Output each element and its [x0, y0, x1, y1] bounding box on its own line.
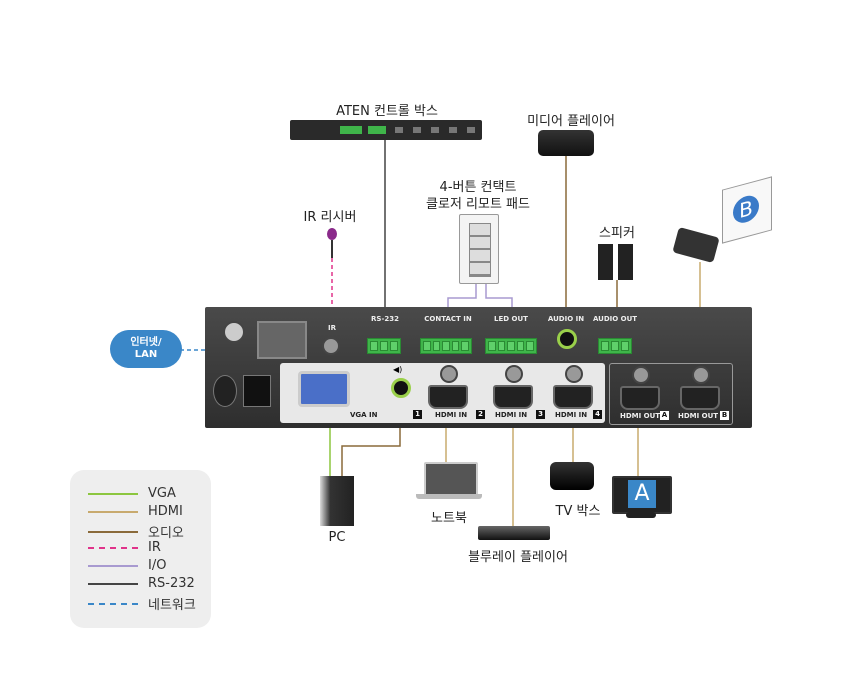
audio-in-jack[interactable] — [557, 329, 577, 349]
legend-item-rs232: RS-232 — [88, 576, 195, 591]
lan-port[interactable] — [257, 321, 307, 359]
legend-item-hdmi: HDMI — [88, 504, 183, 519]
bluray-device — [478, 526, 550, 540]
legend-label: RS-232 — [148, 576, 195, 591]
speaker-label: 스피커 — [599, 226, 635, 241]
audio-out-terminal[interactable] — [598, 338, 632, 354]
contact-in-terminal[interactable] — [420, 338, 472, 354]
ir-receiver-label: IR 리시버 — [303, 210, 357, 225]
hdmi-3-knob — [565, 365, 583, 383]
ground-screw — [223, 321, 245, 343]
hdmi-in-3-port[interactable] — [553, 385, 593, 409]
legend-item-audio: 오디오 — [88, 522, 184, 541]
monitor-device: A — [612, 476, 672, 514]
monitor-letter: A — [628, 480, 656, 508]
hdmi-1-knob — [440, 365, 458, 383]
laptop-base — [416, 494, 482, 499]
audio-in-label: AUDIO IN — [547, 315, 585, 323]
hdmi-out-b-port[interactable] — [680, 386, 720, 410]
switch-rear-panel: IR RS-232 CONTACT IN LED OUT AUDIO IN AU… — [205, 307, 752, 428]
laptop-device — [424, 462, 478, 496]
hdmi-in-2-port[interactable] — [493, 385, 533, 409]
ir-port[interactable] — [322, 337, 340, 355]
tv-box-device — [550, 462, 594, 490]
vga-audio-jack[interactable] — [391, 378, 411, 398]
audio-out-label: AUDIO OUT — [592, 315, 638, 323]
hdmi-out-b-label: HDMI OUT — [678, 412, 719, 420]
ir-receiver-cable — [331, 240, 333, 258]
led-out-label: LED OUT — [494, 315, 528, 323]
tv-box-label: TV 박스 — [555, 504, 601, 519]
contact-in-label: CONTACT IN — [424, 315, 472, 323]
rs232-label: RS-232 — [371, 315, 399, 323]
legend-label: 네트워크 — [148, 598, 196, 613]
network-label-line1: 인터넷/ — [130, 337, 162, 348]
bluray-label: 블루레이 플레이어 — [468, 550, 568, 565]
legend-label: 오디오 — [148, 526, 184, 541]
hdmi-in-1-port[interactable] — [428, 385, 468, 409]
ir-port-label: IR — [328, 324, 336, 332]
led-out-terminal[interactable] — [485, 338, 537, 354]
legend-label: HDMI — [148, 504, 183, 519]
rs232-terminal[interactable] — [367, 338, 401, 354]
vga-in-port[interactable] — [298, 371, 350, 407]
control-box-device — [290, 120, 482, 140]
legend-item-ir: IR — [88, 540, 161, 555]
power-jack[interactable] — [243, 375, 271, 407]
network-label-line2: LAN — [134, 349, 158, 360]
hdmi-out-b-knob — [692, 366, 710, 384]
input-section: VGA IN ◀) 1 HDMI IN 2 HDMI IN 3 HDMI IN … — [280, 363, 605, 423]
monitor-stand — [626, 512, 656, 518]
speaker-right — [618, 244, 633, 280]
pc-label: PC — [328, 530, 346, 545]
hdmi-out-a-label: HDMI OUT — [620, 412, 661, 420]
legend-item-io: I/O — [88, 558, 166, 573]
input-number-2: 2 — [476, 410, 485, 419]
legend-item-vga: VGA — [88, 486, 176, 501]
input-number-1: 1 — [413, 410, 422, 419]
hdmi-in-2-label: HDMI IN — [495, 411, 528, 419]
legend-label: IR — [148, 540, 161, 555]
network-cloud: 인터넷/ LAN — [110, 330, 182, 368]
legend-item-network: 네트워크 — [88, 594, 196, 613]
hdmi-in-3-label: HDMI IN — [555, 411, 588, 419]
vga-in-label: VGA IN — [350, 411, 378, 419]
output-letter-a: A — [660, 411, 669, 420]
output-letter-b: B — [720, 411, 729, 420]
speaker-left — [598, 244, 613, 280]
input-number-4: 4 — [593, 410, 602, 419]
hdmi-out-a-knob — [632, 366, 650, 384]
legend-label: VGA — [148, 486, 176, 501]
pc-audio-line — [341, 428, 401, 478]
input-number-3: 3 — [536, 410, 545, 419]
keypad-label-line2: 클로저 리모트 패드 — [426, 197, 530, 212]
laptop-label: 노트북 — [431, 511, 467, 526]
hdmi-in-1-label: HDMI IN — [435, 411, 468, 419]
ir-receiver-device — [327, 228, 337, 240]
hdmi-2-knob — [505, 365, 523, 383]
projector-letter: B — [733, 192, 759, 226]
control-box-label: ATEN 컨트롤 박스 — [336, 104, 438, 119]
output-section: HDMI OUT A HDMI OUT B — [609, 363, 733, 425]
pc-device — [320, 476, 354, 526]
media-player-label: 미디어 플레이어 — [527, 114, 615, 129]
power-switch[interactable] — [213, 375, 237, 407]
keypad-label-line1: 4-버튼 컨택트 — [439, 180, 517, 195]
speaker-icon: ◀) — [393, 365, 403, 374]
hdmi-out-a-port[interactable] — [620, 386, 660, 410]
legend-label: I/O — [148, 558, 167, 573]
keypad-device — [459, 214, 499, 284]
media-player-device — [538, 130, 594, 156]
legend: VGA HDMI 오디오 IR I/O RS-232 네트워크 — [70, 470, 211, 628]
